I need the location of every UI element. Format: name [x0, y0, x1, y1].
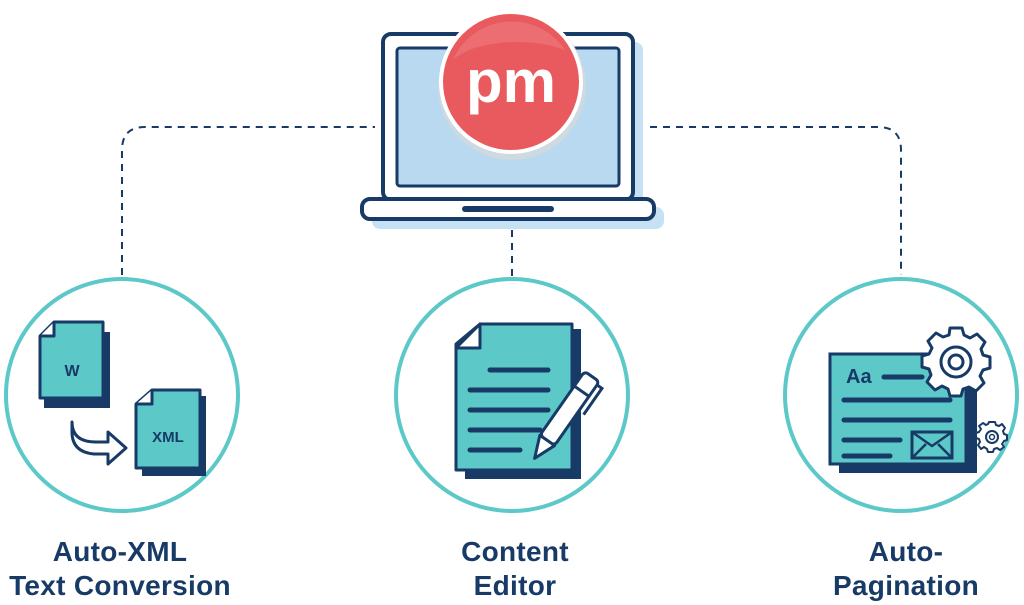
- feature-label-line2: Editor: [473, 570, 557, 601]
- page-layout-gears-icon: Aa: [828, 326, 1008, 473]
- connector-left: [121, 126, 375, 275]
- xml-document-icon: XML: [134, 388, 206, 476]
- feature-label-line2: Pagination: [832, 570, 980, 601]
- feature-label-line2: Text Conversion: [9, 570, 231, 601]
- word-document-label: W: [64, 363, 80, 380]
- convert-arrow-icon: [70, 420, 128, 466]
- pm-logo-text: pm: [466, 48, 556, 115]
- feature-label-line1: Content: [461, 536, 569, 567]
- word-to-xml-icon: W XML: [38, 320, 206, 476]
- feature-label-auto-pagination: Auto- Pagination: [756, 535, 1024, 603]
- layout-font-sample: Aa: [846, 366, 872, 388]
- large-gear-icon: [920, 326, 992, 398]
- feature-label-line1: Auto-: [868, 536, 944, 567]
- connector-right: [650, 126, 902, 275]
- small-gear-icon: [975, 421, 1008, 453]
- feature-label-auto-xml: Auto-XML Text Conversion: [0, 535, 270, 603]
- feature-label-content-editor: Content Editor: [365, 535, 665, 603]
- envelope-icon: [910, 430, 954, 460]
- feature-label-line1: Auto-XML: [52, 536, 188, 567]
- document-pen-icon: [454, 322, 605, 479]
- word-document-icon: W: [38, 320, 110, 408]
- pen-icon: [533, 371, 605, 460]
- connector-lines: [121, 126, 902, 280]
- pm-logo: pm: [438, 10, 586, 160]
- xml-document-label: XML: [152, 429, 184, 446]
